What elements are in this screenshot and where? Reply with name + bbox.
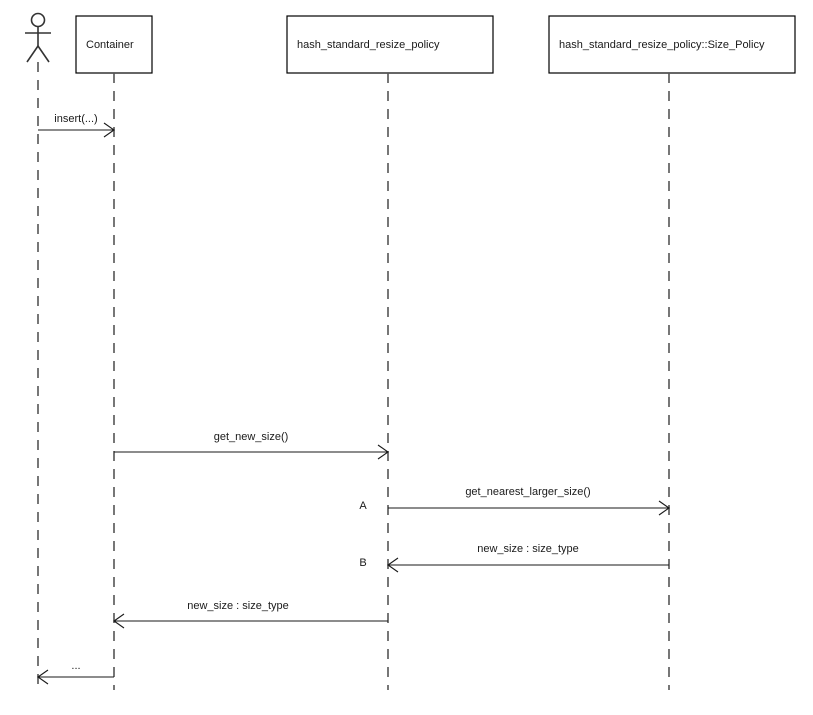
message-return-ellipsis-arrowhead <box>37 669 49 685</box>
actor-head-icon <box>30 12 46 28</box>
message-return-new-size-outer-arrowhead <box>113 613 125 629</box>
message-get-nearest-larger-size[interactable]: A get_nearest_larger_size() <box>359 486 670 516</box>
actor-leg-left-line <box>26 45 39 63</box>
message-get-nearest-larger-size-marker: A <box>359 500 367 512</box>
participant-container[interactable]: Container <box>75 15 153 74</box>
participant-size-policy-box <box>548 15 796 74</box>
message-return-new-size-outer-label: new_size : size_type <box>187 600 289 612</box>
participant-container-box <box>75 15 153 74</box>
message-return-new-size-outer[interactable]: new_size : size_type <box>113 600 388 629</box>
message-get-new-size-arrowhead <box>377 444 389 460</box>
actor-leg-right-line <box>37 45 50 63</box>
message-get-nearest-larger-size-label: get_nearest_larger_size() <box>465 486 590 498</box>
message-get-new-size[interactable]: get_new_size() <box>114 431 389 460</box>
message-insert[interactable]: insert(...) <box>38 113 115 138</box>
message-return-new-size-inner-marker: B <box>359 557 366 569</box>
participant-hash-standard-resize-policy-box <box>286 15 494 74</box>
message-return-new-size-inner-arrowhead <box>387 557 399 573</box>
participant-size-policy-label: hash_standard_resize_policy::Size_Policy <box>559 39 765 51</box>
participant-size-policy[interactable]: hash_standard_resize_policy::Size_Policy <box>548 15 796 74</box>
actor-stick-figure[interactable] <box>25 12 51 63</box>
message-insert-arrowhead <box>103 122 115 138</box>
message-get-nearest-larger-size-arrowhead <box>658 500 670 516</box>
message-return-new-size-inner-label: new_size : size_type <box>477 543 579 555</box>
message-return-new-size-inner[interactable]: B new_size : size_type <box>359 543 669 573</box>
message-return-ellipsis[interactable]: ... <box>37 660 114 685</box>
participant-container-label: Container <box>86 39 134 51</box>
message-insert-label: insert(...) <box>54 113 97 125</box>
message-return-ellipsis-label: ... <box>71 660 80 672</box>
participant-hash-standard-resize-policy[interactable]: hash_standard_resize_policy <box>286 15 494 74</box>
message-get-new-size-label: get_new_size() <box>214 431 289 443</box>
participant-hash-standard-resize-policy-label: hash_standard_resize_policy <box>297 39 440 51</box>
